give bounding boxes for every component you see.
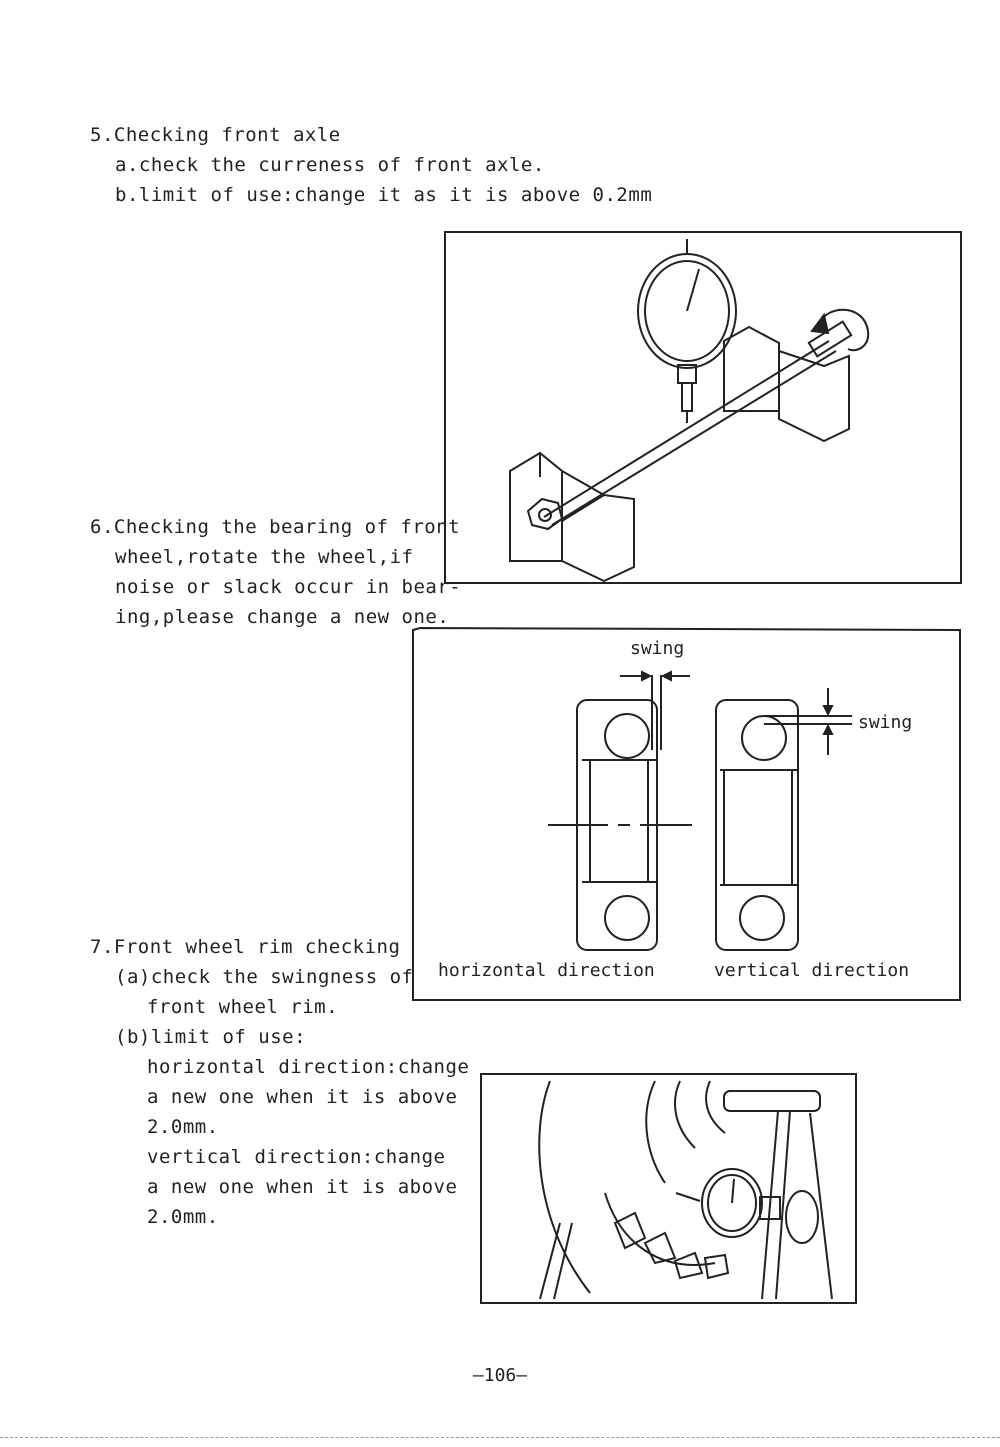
bearing-swing-illustration: swing swing horizontal direction vertica…: [412, 627, 961, 1001]
swing-arrows-horizontal: [620, 670, 690, 750]
dial-indicator: [637, 239, 737, 423]
caption-horizontal-direction: horizontal direction: [438, 960, 655, 981]
section-5-heading: 5.Checking front axle: [90, 124, 341, 146]
front-tire: [538, 1080, 730, 1294]
section-6-line-2: wheel,rotate the wheel,if: [115, 546, 414, 568]
section-7-item-a-line-1: (a)check the swingness of: [115, 966, 414, 988]
bearing-swing-figure: swing swing horizontal direction vertica…: [412, 620, 962, 1002]
rim-dial-indicator: [675, 1168, 819, 1244]
bottom-divider: [0, 1437, 1000, 1438]
section-7-item-a-line-2: front wheel rim.: [147, 996, 339, 1018]
section-7-item-b: (b)limit of use:: [115, 1026, 307, 1048]
section-7-limit-line-6: 2.0mm.: [147, 1206, 219, 1228]
axle-shaft: [543, 320, 853, 526]
swing-label-top: swing: [630, 638, 684, 659]
axle-nut: [526, 497, 564, 531]
swing-label-right: swing: [858, 712, 912, 733]
section-6-line-3: noise or slack occur in bear-: [115, 576, 462, 598]
section-7-heading: 7.Front wheel rim checking: [90, 936, 401, 958]
wheel-rim-gauge-figure: [480, 1073, 857, 1305]
vertical-bearing: [715, 699, 799, 951]
axle-dial-gauge-figure: [444, 231, 963, 585]
section-5-item-b: b.limit of use:change it as it is above …: [115, 184, 653, 206]
section-7-limit-line-1: horizontal direction:change: [147, 1056, 470, 1078]
section-7-limit-line-4: vertical direction:change: [147, 1146, 446, 1168]
section-5-item-a: a.check the curreness of front axle.: [115, 154, 545, 176]
rotation-arrow-icon: [810, 308, 870, 352]
gauge-stand: [539, 1090, 833, 1300]
section-7-limit-line-3: 2.0mm.: [147, 1116, 219, 1138]
figure-frame: [444, 231, 962, 584]
swing-arrows-vertical: [764, 688, 852, 755]
axle-dial-gauge-illustration: [444, 231, 962, 584]
caption-vertical-direction: vertical direction: [714, 960, 909, 981]
right-v-block: [723, 325, 850, 443]
section-7-limit-line-2: a new one when it is above: [147, 1086, 458, 1108]
section-6-line-1: 6.Checking the bearing of front: [90, 516, 461, 538]
figure-frame: [480, 1073, 857, 1304]
section-7-limit-line-5: a new one when it is above: [147, 1176, 458, 1198]
section-6-line-4: ing,please change a new one.: [115, 606, 450, 628]
wheel-rim-gauge-illustration: [480, 1073, 857, 1304]
figure-frame: [412, 627, 961, 1001]
page-number: —106—: [472, 1365, 528, 1386]
